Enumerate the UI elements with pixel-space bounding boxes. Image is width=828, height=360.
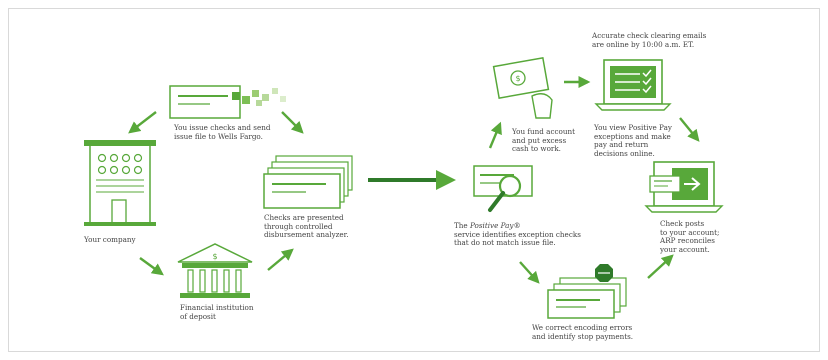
- caption-financial-institution: Financial institution of deposit: [180, 303, 254, 321]
- caption-positive-pay-prefix: The: [454, 221, 470, 230]
- svg-text:$: $: [212, 252, 217, 261]
- caption-positive-pay: The Positive Pay® service identifies exc…: [454, 221, 581, 248]
- issued-check-icon: [169, 85, 286, 119]
- caption-clearing-emails: Accurate check clearing emails are onlin…: [592, 31, 707, 49]
- presented-checks-icon: [263, 155, 353, 209]
- arrow-monitor-to-post: [679, 117, 700, 142]
- caption-check-posts: Check posts to your account; ARP reconci…: [660, 219, 720, 254]
- monitor-icon: [594, 59, 672, 111]
- caption-correct-errors: We correct encoding errors and identify …: [532, 323, 634, 341]
- arrow-correct-to-post: [647, 254, 674, 279]
- arrow-to-fund: [488, 121, 502, 149]
- stop-sign-icon: [547, 264, 627, 319]
- posting-monitor-icon: [644, 161, 724, 213]
- positive-pay-name: Positive Pay: [469, 221, 514, 230]
- hand-check-icon: $: [492, 57, 553, 119]
- office-building-icon: [84, 140, 156, 226]
- arrow-bank-to-presented: [267, 248, 294, 271]
- caption-issue-checks: You issue checks and send issue file to …: [174, 123, 271, 141]
- caption-view-exceptions: You view Positive Pay exceptions and mak…: [594, 123, 672, 158]
- arrow-company-to-bank: [139, 257, 164, 276]
- caption-positive-pay-rest: ® service identifies exception checks th…: [454, 221, 581, 248]
- svg-text:$: $: [515, 74, 520, 83]
- caption-checks-presented: Checks are presented through controlled …: [264, 213, 349, 240]
- caption-fund-account: You fund account and put excess cash to …: [512, 127, 575, 154]
- caption-your-company: Your company: [84, 235, 136, 244]
- bank-building-icon: $: [177, 243, 253, 298]
- arrow-to-company: [128, 111, 157, 134]
- arrow-to-presented: [281, 111, 304, 134]
- magnifier-icon: [473, 165, 533, 212]
- arrow-to-correct: [519, 261, 540, 284]
